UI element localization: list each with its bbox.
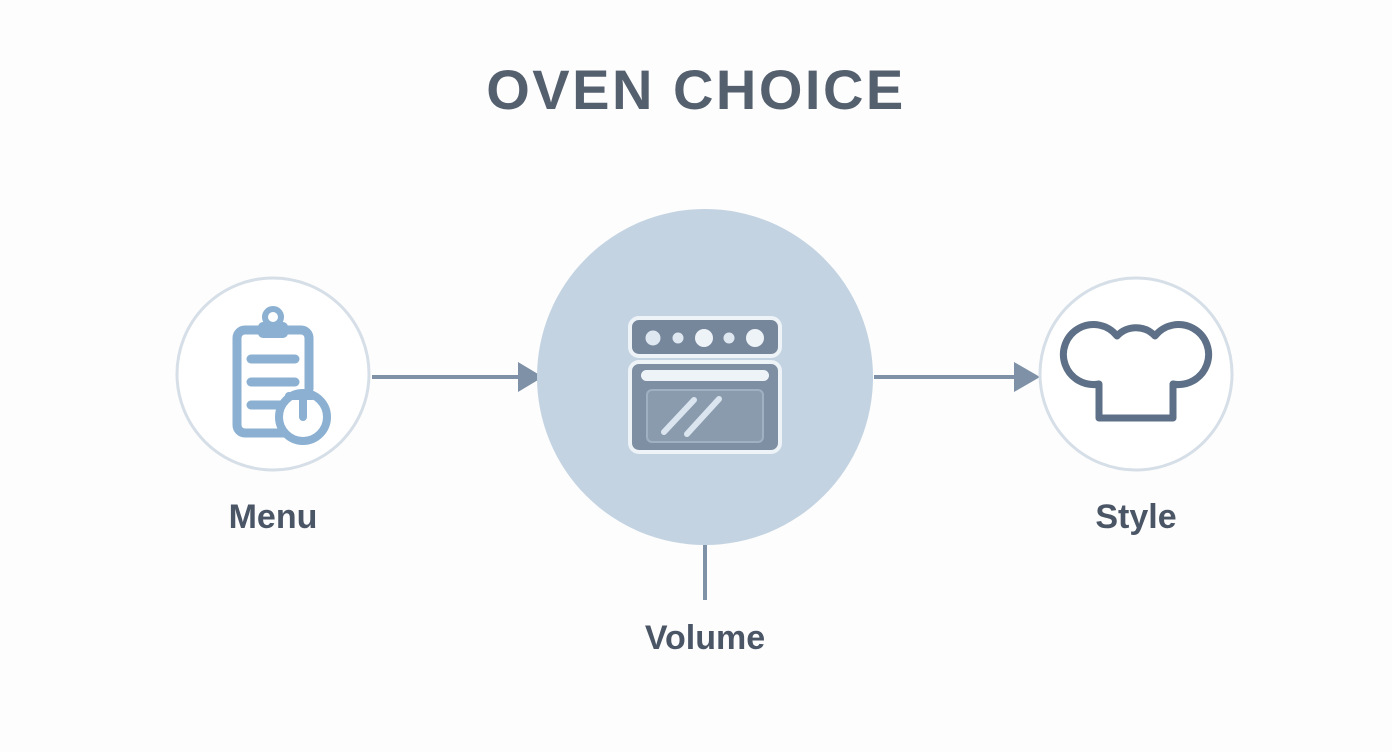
node-label-volume: Volume	[644, 619, 766, 657]
connector-menu-to-volume	[372, 362, 543, 392]
chef-hat-icon	[1059, 321, 1213, 422]
clipboard-outline-left	[232, 325, 292, 438]
oven-window-shine-1	[661, 397, 697, 435]
oven-knob	[695, 329, 713, 347]
oven-knob	[723, 332, 735, 344]
arrowhead-icon	[518, 362, 543, 392]
oven-handle	[641, 370, 769, 381]
oven-knob	[746, 329, 764, 347]
node-menu[interactable]	[175, 276, 371, 472]
node-label-style: Style	[1095, 498, 1177, 536]
oven-knob	[645, 330, 661, 346]
page-title: OVEN CHOICE	[486, 58, 906, 121]
clipboard-outline-right	[278, 325, 314, 394]
connector-volume-to-style	[874, 362, 1040, 392]
oven-knob	[672, 332, 684, 344]
node-style[interactable]	[1038, 276, 1234, 472]
node-label-menu: Menu	[228, 498, 318, 536]
arrowhead-icon	[1014, 362, 1040, 392]
oven-window-shine-2	[684, 396, 722, 437]
chef-hat-outline	[1059, 321, 1213, 422]
clipboard-refresh-icon	[232, 306, 331, 445]
clipboard-clip-ring	[262, 306, 284, 328]
clipboard-clip	[258, 322, 288, 338]
oven-icon	[628, 316, 782, 454]
node-volume[interactable]	[537, 209, 873, 545]
